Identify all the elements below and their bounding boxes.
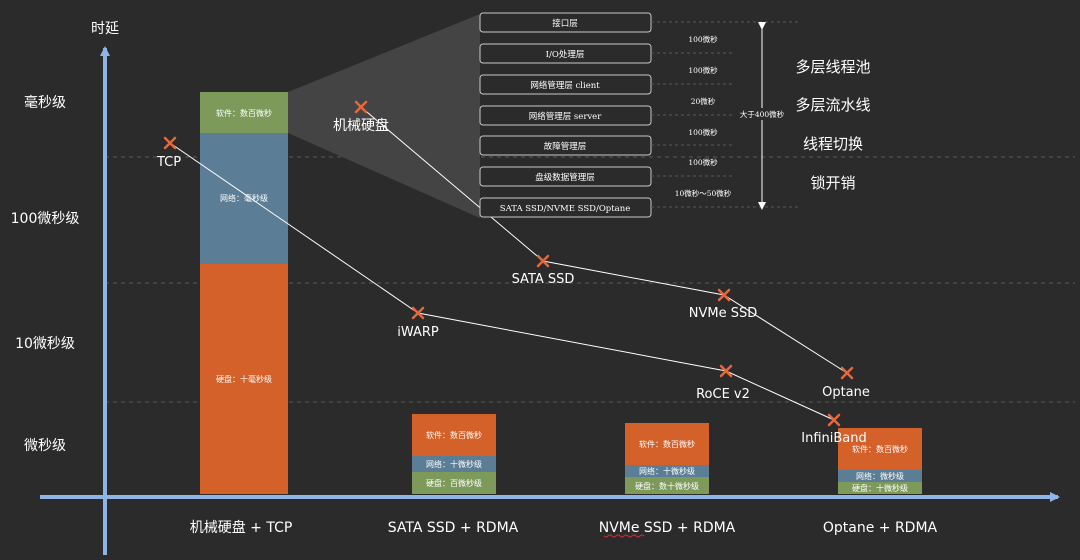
bar-segment-label: 网络：十微秒级 xyxy=(639,466,695,476)
point-label-iwarp: iWARP xyxy=(397,325,439,340)
bar-segment-label: 硬盘：十毫秒级 xyxy=(216,374,272,384)
network-trend-line xyxy=(169,142,835,421)
category-label: Optane + RDMA xyxy=(823,520,938,536)
storage-trend: 机械硬盘 SATA SSD NVMe SSD Optane xyxy=(333,100,870,400)
bar-segment-label: 硬盘：百微秒级 xyxy=(426,478,482,488)
marker-rocev2 xyxy=(719,364,733,378)
category-label: SATA SSD + RDMA xyxy=(388,520,519,536)
layer-label: 网络管理层 server xyxy=(529,111,602,122)
bar-group-hdd-tcp: 软件：数百微秒 网络：毫秒级 硬盘：十毫秒级 xyxy=(200,92,288,494)
bar-segment-network xyxy=(838,470,922,482)
bar-segment-label: 硬盘：数十微秒级 xyxy=(635,481,699,491)
level-label-10us: 10微秒级 xyxy=(15,336,75,352)
total-latency-label-bg xyxy=(737,108,787,120)
layer-label: SATA SSD/NVME SSD/Optane xyxy=(500,204,630,214)
bar-segment-label: 软件：数百微秒 xyxy=(216,108,272,118)
marker-optane xyxy=(840,366,854,380)
point-label-sata-ssd: SATA SSD xyxy=(512,272,575,287)
y-axis-title: 时延 xyxy=(91,21,119,37)
zoom-callout xyxy=(288,14,480,218)
marker-sata-ssd xyxy=(536,254,550,268)
total-latency-label: 大于400微秒 xyxy=(740,109,785,119)
marker-iwarp xyxy=(411,306,425,320)
bar-segment-label: 网络：十微秒级 xyxy=(426,459,482,469)
layer-latencies: 100微秒 100微秒 20微秒 100微秒 100微秒 10微秒～50微秒 xyxy=(675,34,732,198)
bar-segment-disk xyxy=(838,482,922,494)
bar-segment-disk xyxy=(412,472,496,494)
bar-segment-label: 软件：数百微秒 xyxy=(852,444,908,454)
level-label-ms: 毫秒级 xyxy=(24,94,66,111)
bar-segment-network xyxy=(625,465,709,477)
level-labels: 毫秒级 100微秒级 10微秒级 微秒级 xyxy=(11,94,80,454)
layer-label: 接口层 xyxy=(552,18,578,29)
bar-segment-software xyxy=(838,428,922,470)
layer-latency: 100微秒 xyxy=(688,65,718,75)
spellcheck-underline xyxy=(603,534,645,538)
storage-trend-line xyxy=(360,106,848,374)
bar-group-optane-rdma: 软件：数百微秒 网络：微秒级 硬盘：十微秒级 xyxy=(838,428,922,494)
bar-segment-network xyxy=(200,133,288,264)
bar-segment-label: 硬盘：十微秒级 xyxy=(852,483,908,493)
layer-label: I/O处理层 xyxy=(546,49,585,60)
layer-latency: 100微秒 xyxy=(688,157,718,167)
bar-segment-software xyxy=(200,92,288,133)
bar-segment-label: 软件：数百微秒 xyxy=(639,439,695,449)
bar-segment-software xyxy=(412,414,496,456)
layer-latency: 100微秒 xyxy=(688,127,718,137)
marker-tcp xyxy=(163,136,177,150)
layer-latency: 10微秒～50微秒 xyxy=(675,188,732,198)
bar-segment-label: 网络：毫秒级 xyxy=(220,193,268,203)
marker-infiniband xyxy=(827,413,841,427)
reason-label: 线程切换 xyxy=(803,135,863,153)
bar-segment-label: 软件：数百微秒 xyxy=(426,430,482,440)
level-label-100us: 100微秒级 xyxy=(11,211,80,227)
layer-stack: 接口层 I/O处理层 网络管理层 client 网络管理层 server 故障管… xyxy=(479,12,652,218)
bar-segment-label: 网络：微秒级 xyxy=(856,471,904,481)
bar-segment-software xyxy=(625,423,709,465)
point-label-tcp: TCP xyxy=(156,155,181,170)
category-label: 机械硬盘 + TCP xyxy=(190,519,293,536)
reason-label: 多层流水线 xyxy=(795,96,870,114)
layer-latency: 100微秒 xyxy=(688,34,718,44)
network-trend: TCP iWARP RoCE v2 InfiniBand xyxy=(156,136,867,446)
layer-leaders xyxy=(651,21,800,208)
bar-group-sata-rdma: 软件：数百微秒 网络：十微秒级 硬盘：百微秒级 xyxy=(412,414,496,494)
point-label-optane: Optane xyxy=(822,385,870,400)
layer-label: 盘级数据管理层 xyxy=(535,172,595,183)
point-label-nvme-ssd: NVMe SSD xyxy=(689,306,757,321)
category-label: NVMe SSD + RDMA xyxy=(599,520,736,536)
point-label-hdd: 机械硬盘 xyxy=(333,117,389,134)
overhead-reasons: 多层线程池 多层流水线 线程切换 锁开销 xyxy=(795,58,870,192)
category-labels: 机械硬盘 + TCP SATA SSD + RDMA NVMe SSD + RD… xyxy=(190,519,938,536)
layer-label: 网络管理层 client xyxy=(530,80,600,91)
bar-group-nvme-rdma: 软件：数百微秒 网络：十微秒级 硬盘：数十微秒级 xyxy=(625,423,709,494)
marker-hdd xyxy=(354,100,368,114)
bar-segment-disk xyxy=(625,477,709,494)
layer-label: 故障管理层 xyxy=(544,141,587,152)
layer-latency: 20微秒 xyxy=(691,96,716,106)
bar-segment-disk xyxy=(200,264,288,494)
point-label-infiniband: InfiniBand xyxy=(801,431,867,446)
reason-label: 锁开销 xyxy=(810,174,855,192)
marker-nvme-ssd xyxy=(717,288,731,302)
bar-segment-network xyxy=(412,456,496,472)
level-label-us: 微秒级 xyxy=(24,438,66,454)
point-label-rocev2: RoCE v2 xyxy=(696,387,750,402)
reason-label: 多层线程池 xyxy=(795,58,870,76)
